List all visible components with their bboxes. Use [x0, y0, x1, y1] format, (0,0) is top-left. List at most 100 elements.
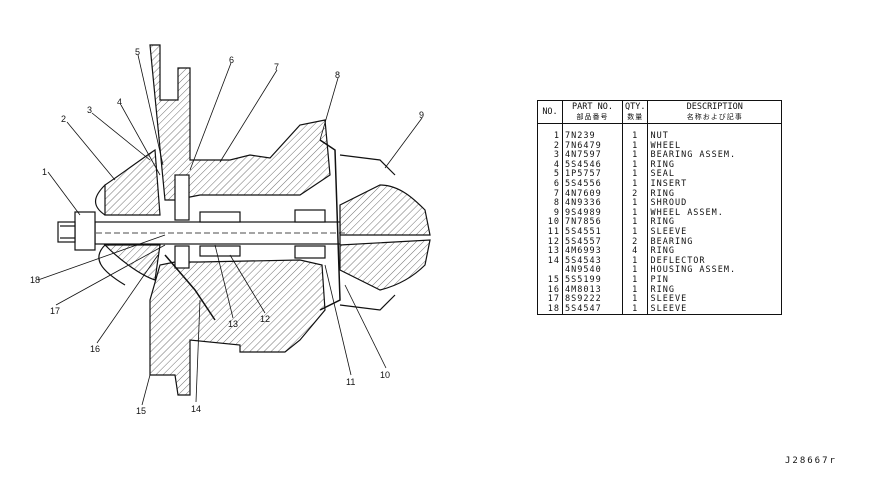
part-number-cell: 8S9222	[562, 294, 623, 305]
callout-5: 5	[135, 47, 140, 57]
part-number-cell: 1P5757	[562, 170, 623, 180]
description-cell: RING	[650, 217, 675, 228]
callout-12: 12	[260, 314, 270, 324]
callout-1: 1	[42, 167, 47, 177]
parts-list-table: NO. PART NO. 部品番号 QTY. 数量 DESCRIPTION 名称…	[537, 100, 782, 316]
header-description-jp: 名称および記事	[686, 113, 743, 121]
callout-17: 17	[50, 306, 60, 316]
quantity-cell: 1	[622, 160, 649, 171]
turbocharger-section-drawing: 1 2 3 4 5 6 7 8 9 10 11 12 13 14 15 16 1…	[30, 44, 431, 416]
part-number-cell: 5S4547	[562, 304, 623, 315]
turbine-wheel	[339, 184, 431, 236]
housing-lower	[149, 259, 326, 396]
quantity-cell: 1	[622, 256, 649, 267]
description-cell: SLEEVE	[650, 226, 688, 237]
quantity-cell: 1	[622, 218, 649, 228]
part-number-no: 14	[537, 256, 563, 267]
quantity-cell: 1	[622, 275, 649, 286]
part-number-cell: 5S4557	[562, 237, 623, 248]
part-number-no: 12	[537, 237, 563, 248]
quantity-cell: 1	[622, 170, 649, 180]
description-cell: BEARING	[650, 236, 694, 247]
part-number-cell: 4N7609	[562, 189, 623, 200]
parts-table-header: NO. PART NO. 部品番号 QTY. 数量 DESCRIPTION 名称…	[537, 100, 782, 124]
quantity-cell: 2	[622, 237, 649, 248]
quantity-cell: 1	[622, 199, 649, 209]
description-cell: SHROUD	[650, 198, 688, 209]
callout-14: 14	[191, 404, 201, 414]
part-number-no: 15	[537, 275, 563, 286]
description-cell: SLEEVE	[650, 294, 688, 305]
callout-3: 3	[87, 105, 92, 115]
part-number-no: 13	[537, 247, 563, 257]
part-number-no: 11	[537, 227, 563, 238]
quantity-cell: 1	[622, 294, 649, 305]
description-cell: RING	[650, 246, 675, 257]
callout-4: 4	[117, 97, 122, 107]
quantity-cell: 1	[622, 151, 649, 161]
part-number-cell: 7N239	[562, 131, 623, 142]
part-number-cell: 5S5199	[562, 275, 623, 286]
part-number-cell: 5S4546	[562, 160, 623, 171]
callout-9: 9	[419, 110, 424, 120]
part-number-cell: 5S4556	[562, 179, 623, 190]
description-cell: WHEEL ASSEM.	[650, 207, 724, 218]
quantity-cell: 2	[622, 189, 649, 200]
part-number-cell: 4M8013	[562, 285, 623, 296]
part-number-no: 7	[537, 189, 563, 200]
part-number-no: 1	[537, 131, 563, 142]
part-number-no: 2	[537, 141, 563, 152]
description-cell: RING	[650, 188, 675, 199]
callout-6: 6	[229, 55, 234, 65]
callout-8: 8	[335, 70, 340, 80]
description-cell: RING	[650, 284, 675, 295]
callout-15: 15	[136, 406, 146, 416]
description-cell: HOUSING ASSEM.	[650, 265, 737, 276]
header-part-no-en: PART NO.	[572, 102, 613, 112]
part-number-cell: 7N6479	[562, 141, 623, 152]
deflector-part	[164, 254, 216, 321]
callout-10: 10	[380, 370, 390, 380]
callout-16: 16	[90, 344, 100, 354]
part-number-no: 5	[537, 170, 563, 180]
description-cell: RING	[650, 159, 675, 170]
callout-2: 2	[61, 114, 66, 124]
description-cell: NUT	[650, 131, 669, 141]
quantity-cell: 1	[622, 227, 649, 238]
callout-18: 18	[30, 275, 40, 285]
header-qty-jp: 数量	[627, 113, 644, 121]
callout-11: 11	[346, 377, 355, 387]
quantity-cell: 1	[622, 141, 649, 152]
callout-13: 13	[228, 319, 238, 329]
reference-code: J28667r	[785, 456, 837, 466]
part-number-no	[537, 266, 563, 276]
quantity-cell: 1	[622, 131, 649, 142]
housing-upper	[149, 44, 331, 201]
spacer-row	[537, 123, 782, 132]
part-number-no: 18	[537, 304, 563, 315]
part-number-cell: 4N9336	[562, 199, 623, 209]
description-cell: WHEEL	[650, 140, 682, 151]
header-no: NO.	[537, 100, 563, 124]
quantity-cell: 1	[622, 266, 649, 276]
description-cell: INSERT	[650, 178, 688, 189]
quantity-cell: 1	[622, 179, 649, 190]
description-cell: SLEEVE	[650, 303, 688, 314]
part-number-cell: 5S4551	[562, 227, 623, 238]
part-number-no: 10	[537, 218, 563, 228]
quantity-cell: 1	[622, 304, 649, 315]
header-part-no-jp: 部品番号	[576, 113, 609, 121]
